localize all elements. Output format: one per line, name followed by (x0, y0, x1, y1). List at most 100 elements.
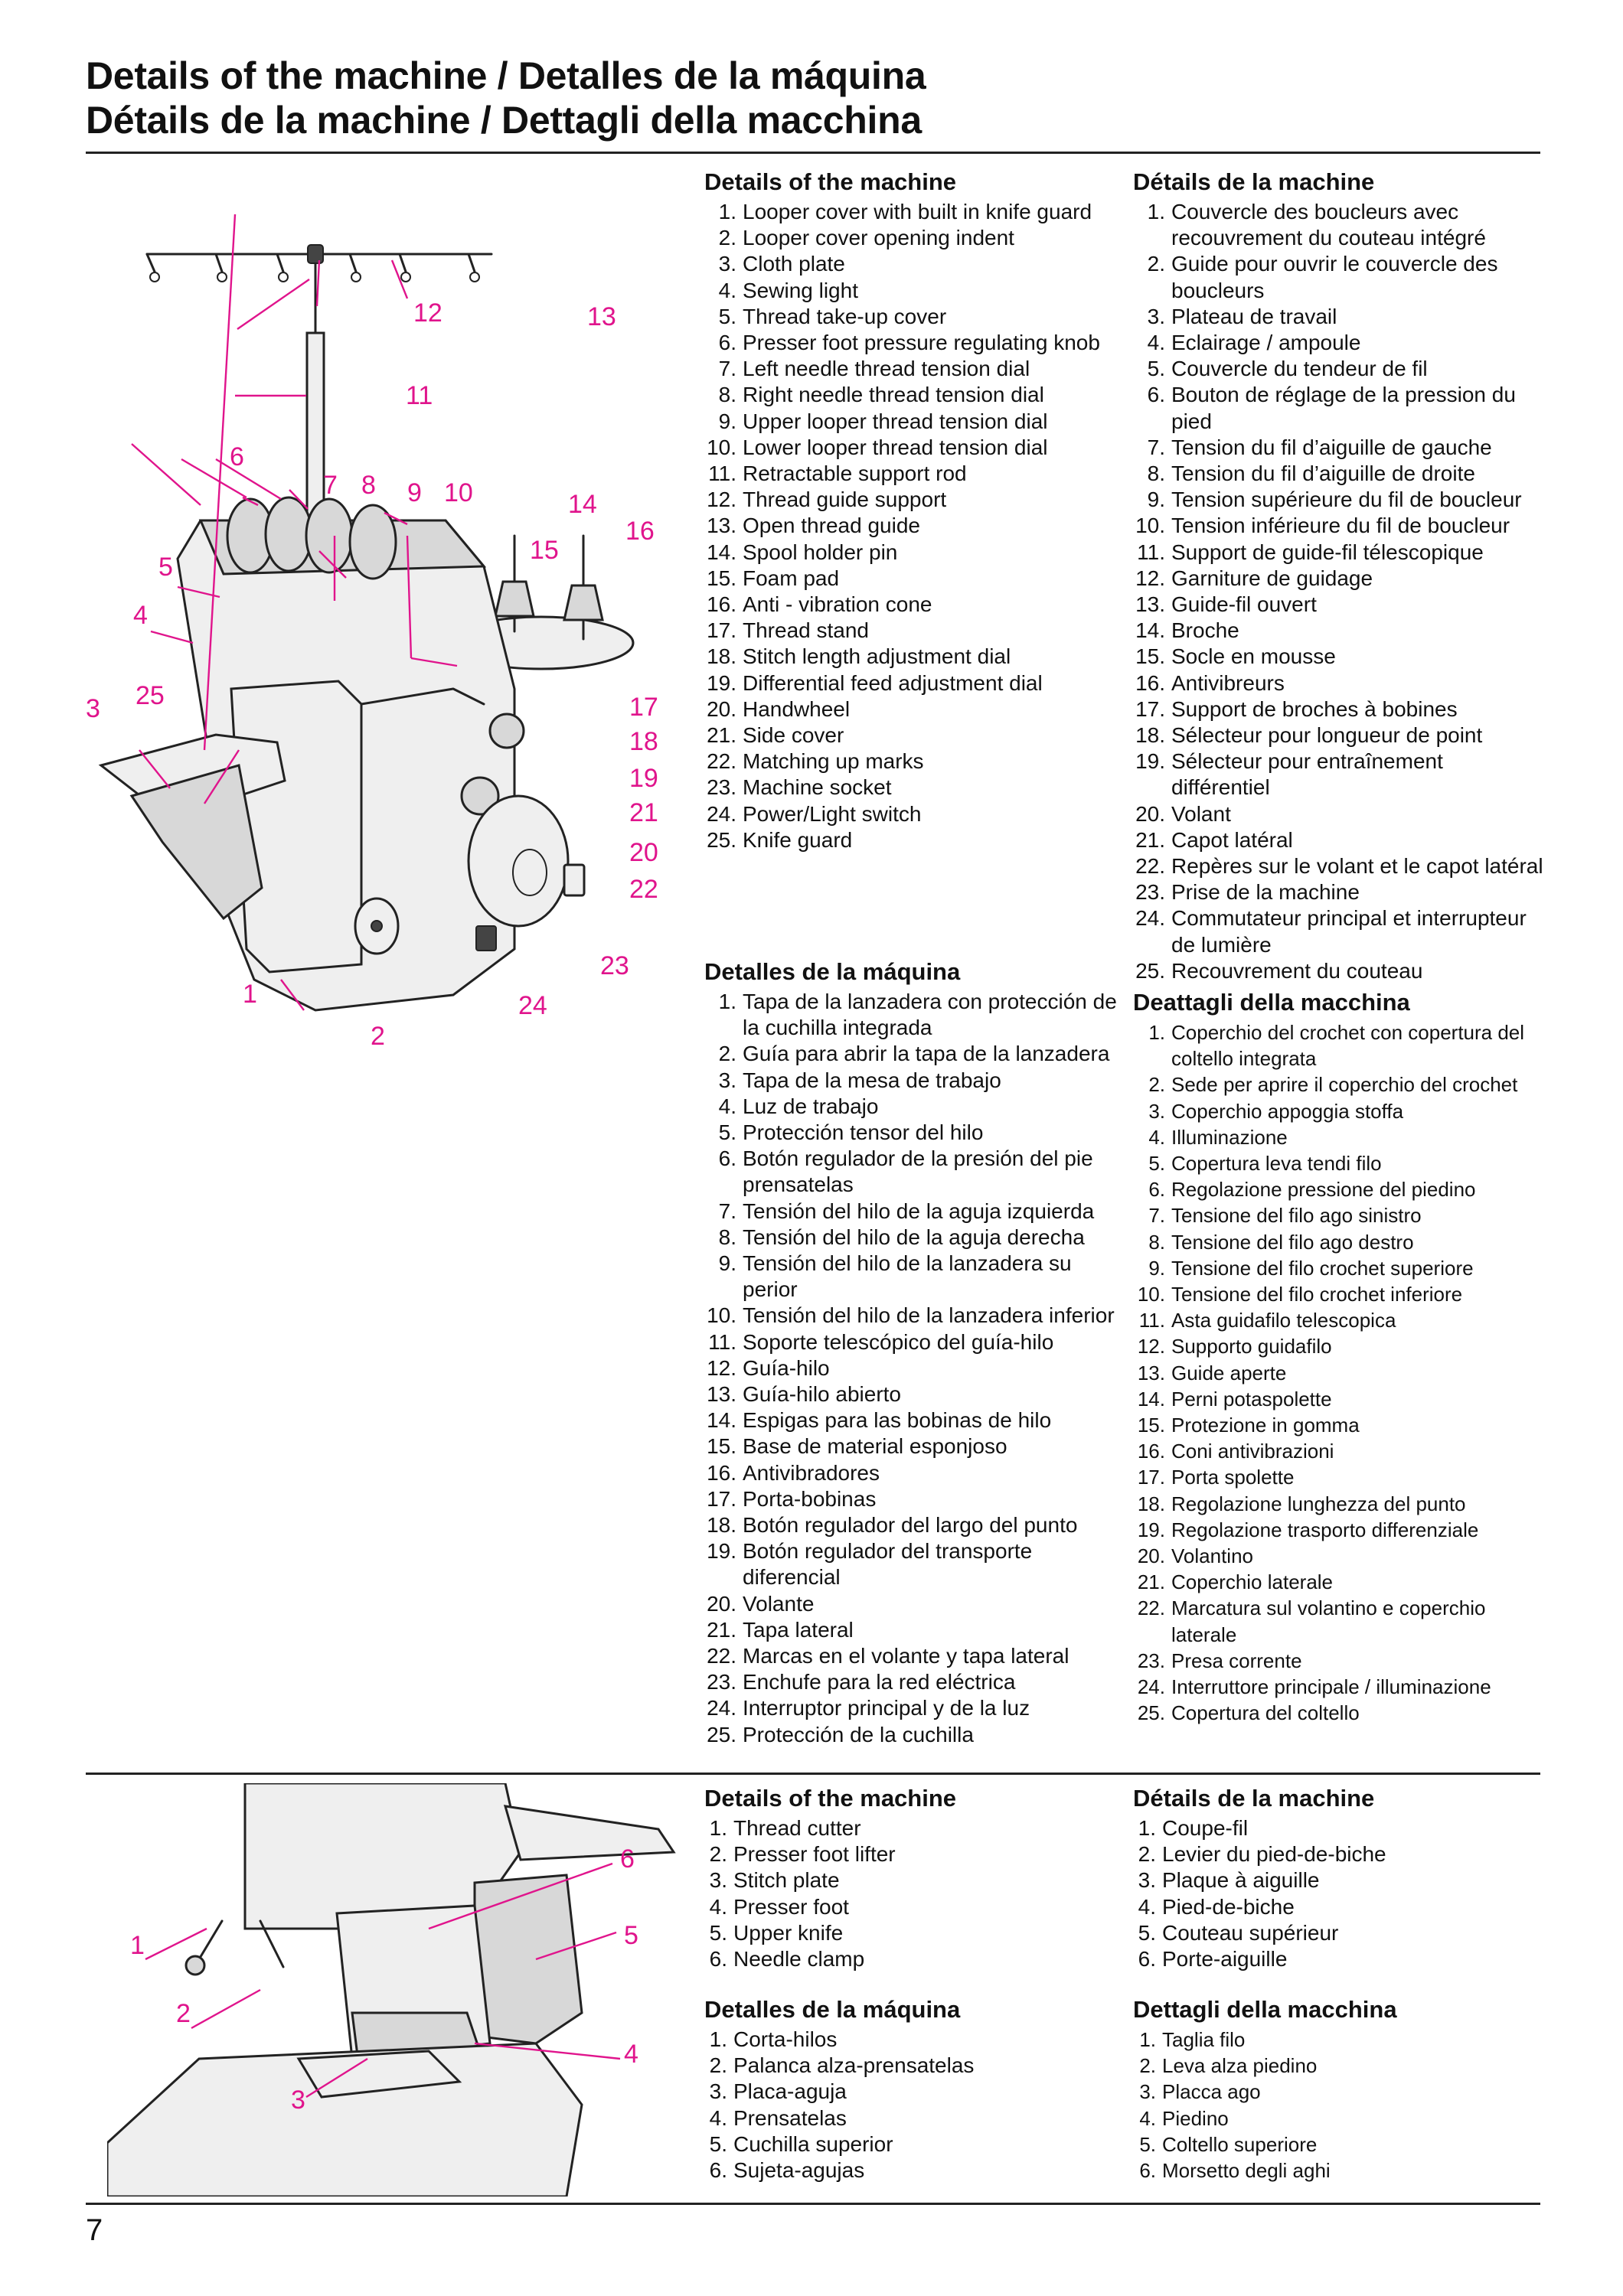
list-item-text: Recouvrement du couteau (1171, 958, 1423, 983)
bottom-italian-heading: Dettagli della macchina (1133, 1996, 1397, 2023)
list-item-number: 7. (718, 1199, 736, 1223)
page-title: Details of the machine / Detalles de la … (86, 54, 1540, 142)
list-item-number: 6. (1139, 2159, 1156, 2183)
list-item-text: Interruttore principale / illuminazione (1171, 1675, 1491, 1699)
list-item-number: 1. (1138, 1816, 1156, 1840)
list-item: 4.Illuminazione (1133, 1124, 1546, 1150)
list-item-text: Base de material esponjoso (743, 1434, 1007, 1459)
list-item-text: Bouton de réglage de la pression du pied (1171, 383, 1516, 433)
list-item: 13.Guía-hilo abierto (704, 1381, 1118, 1407)
callout-18: 18 (629, 727, 658, 756)
list-item: 4.Presser foot (704, 1894, 1118, 1920)
list-item-number: 15. (1137, 1414, 1165, 1437)
list-item: 2.Sede per aprire il coperchio del croch… (1133, 1071, 1546, 1097)
list-item: 9.Tensión del hilo de la lanzadera su pe… (704, 1251, 1118, 1303)
list-item: 20.Handwheel (704, 696, 1118, 722)
bottom-english-heading: Details of the machine (704, 1785, 957, 1812)
list-item-number: 19. (1137, 1518, 1165, 1541)
list-item-number: 5. (1147, 357, 1165, 381)
list-item-text: Tensione del filo ago sinistro (1171, 1204, 1422, 1228)
list-item: 9.Tensione del filo crochet superiore (1133, 1255, 1546, 1281)
list-item-text: Repères sur le volant et le capot latéra… (1171, 854, 1543, 879)
list-item: 8.Tension du fil d’aiguille de droite (1133, 461, 1546, 487)
list-item-number: 23. (707, 1670, 736, 1694)
list-item: 17.Support de broches à bobines (1133, 696, 1546, 722)
top-english-list: 1.Looper cover with built in knife guard… (704, 199, 1118, 853)
list-item: 1.Tapa de la lanzadera con protección de… (704, 989, 1118, 1041)
list-item-text: Tensión del hilo de la aguja izquierda (743, 1199, 1095, 1223)
list-item-text: Marcatura sul volantino e coperchio late… (1171, 1596, 1486, 1646)
list-item-text: Espigas para las bobinas de hilo (743, 1408, 1052, 1433)
list-item-text: Side cover (743, 723, 844, 748)
list-item: 24.Interruptor principal y de la luz (704, 1695, 1118, 1721)
list-item-text: Regolazione trasporto differenziale (1171, 1518, 1479, 1541)
top-french-heading: Détails de la machine (1133, 168, 1375, 195)
list-item-text: Upper looper thread tension dial (743, 409, 1048, 433)
list-item-text: Guía-hilo abierto (743, 1382, 902, 1407)
list-item-text: Thread guide support (743, 488, 947, 512)
list-item-text: Corta-hilos (733, 2027, 838, 2051)
list-item-text: Guía-hilo (743, 1355, 830, 1380)
list-item-text: Presser foot pressure regulating knob (743, 331, 1100, 355)
list-item-number: 2. (1148, 1073, 1165, 1097)
callout-3: 3 (86, 694, 100, 723)
list-item-number: 4. (718, 1094, 736, 1118)
list-item-text: Supporto guidafilo (1171, 1335, 1332, 1358)
list-item-text: Capot latéral (1171, 827, 1293, 852)
list-item-number: 2. (1147, 252, 1165, 276)
list-item: 14.Espigas para las bobinas de hilo (704, 1407, 1118, 1433)
list-item-text: Placca ago (1162, 2080, 1261, 2104)
callout-19: 19 (629, 764, 658, 793)
list-item: 3.Tapa de la mesa de trabajo (704, 1068, 1118, 1094)
list-item-text: Tensione del filo crochet inferiore (1171, 1283, 1463, 1306)
list-item-number: 5. (709, 1920, 727, 1945)
list-item-text: Luz de trabajo (743, 1094, 879, 1118)
list-item: 2.Presser foot lifter (704, 1841, 1118, 1867)
list-item-number: 15. (1135, 644, 1165, 669)
list-item-number: 6. (1147, 383, 1165, 407)
list-item-number: 22. (707, 749, 736, 774)
list-item-text: Broche (1171, 618, 1239, 643)
list-item: 20.Volante (704, 1591, 1118, 1617)
callout-6: 6 (230, 442, 244, 471)
list-item-number: 2. (1138, 1842, 1156, 1867)
list-item-text: Coni antivibrazioni (1171, 1440, 1334, 1463)
top-spanish-column: Detalles de la máquina 1.Tapa de la lanz… (704, 957, 1118, 1748)
list-item: 16.Coni antivibrazioni (1133, 1438, 1546, 1464)
callout-b1: 1 (130, 1931, 145, 1960)
list-item-text: Tensione del filo crochet superiore (1171, 1256, 1474, 1280)
list-item: 10.Tension inférieure du fil de boucleur (1133, 513, 1546, 539)
list-item: 6.Botón regulador de la presión del pie … (704, 1146, 1118, 1198)
callout-9: 9 (407, 478, 422, 507)
list-item-number: 4. (1138, 1894, 1156, 1919)
list-item-number: 5. (1139, 2132, 1156, 2156)
list-item-number: 19. (707, 670, 736, 695)
list-item-text: Copertura leva tendi filo (1171, 1152, 1382, 1176)
list-item-text: Protezione in gomma (1171, 1414, 1360, 1437)
list-item-text: Sujeta-agujas (733, 2158, 865, 2183)
list-item-number: 24. (707, 1696, 736, 1720)
list-item: 4.Pied-de-biche (1133, 1894, 1546, 1920)
list-item-text: Tensión del hilo de la lanzadera inferio… (743, 1303, 1115, 1328)
list-item-number: 20. (1137, 1544, 1165, 1568)
list-item: 24.Power/Light switch (704, 801, 1118, 827)
list-item-text: Copertura del coltello (1171, 1701, 1360, 1725)
list-item: 1.Coupe-fil (1133, 1815, 1546, 1841)
list-item: 3.Plaque à aiguille (1133, 1867, 1546, 1893)
list-item: 22.Marcatura sul volantino e coperchio l… (1133, 1595, 1546, 1647)
list-item: 20.Volantino (1133, 1543, 1546, 1569)
list-item-text: Botón regulador del largo del punto (743, 1513, 1078, 1538)
list-item: 14.Broche (1133, 618, 1546, 644)
title-rule (86, 152, 1540, 154)
list-item-number: 16. (1135, 670, 1165, 695)
list-item: 7.Tensione del filo ago sinistro (1133, 1202, 1546, 1228)
list-item: 23.Prise de la machine (1133, 879, 1546, 905)
list-item-number: 9. (1147, 488, 1165, 512)
list-item-number: 21. (1137, 1570, 1165, 1594)
list-item-text: Cloth plate (743, 252, 845, 276)
list-item-number: 25. (1137, 1701, 1165, 1725)
list-item-number: 10. (707, 435, 736, 459)
